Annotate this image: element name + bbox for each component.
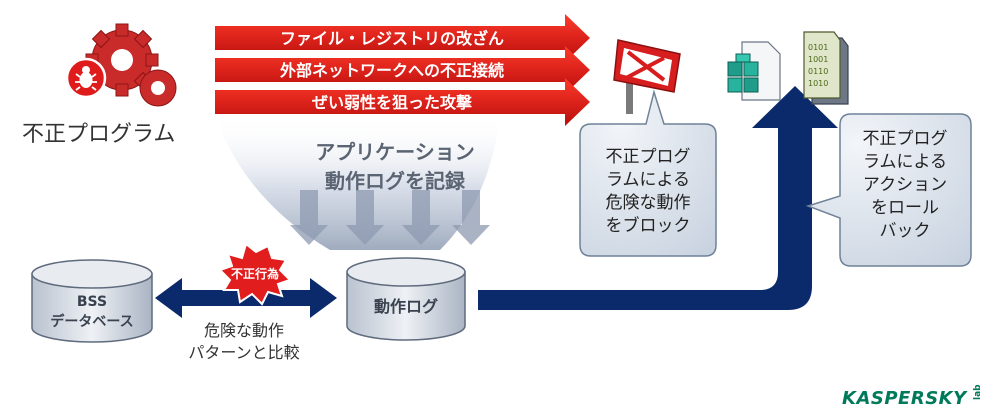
registry-icon	[727, 41, 781, 101]
block-callout-line2: ラムによる	[606, 170, 690, 190]
threat-arrow-3	[215, 78, 590, 126]
violation-badge-label: 不正行為	[231, 266, 279, 281]
logging-title-line1: アプリケーション	[315, 140, 475, 164]
rollback-callout-line1: 不正プログ	[863, 129, 948, 149]
threat-label-1: ファイル・レジストリの改ざん	[280, 29, 504, 48]
block-callout-line3: 危険な動作	[606, 193, 691, 213]
funnel-arrow-3	[402, 190, 440, 245]
kaspersky-logo: KASPERSKY lab	[842, 384, 983, 409]
rollback-arrow	[478, 86, 838, 310]
malware-label: 不正プログラム	[22, 122, 175, 147]
compare-caption-line2: パターンと比較	[188, 343, 299, 362]
threat-arrows: ファイル・レジストリの改ざん 外部ネットワークへの不正接続 ぜい弱性を狙った攻撃	[215, 14, 590, 126]
rollback-callout-line2: ラムによる	[863, 152, 947, 172]
logging-title-line2: 動作ログを記録	[325, 169, 466, 193]
svg-text:0101: 0101	[808, 43, 828, 52]
kaspersky-logo-lab: lab	[973, 384, 983, 400]
violation-badge: 不正行為	[218, 242, 292, 306]
threat-arrow-2	[215, 46, 590, 94]
block-callout: 不正プログ ラムによる 危険な動作 をブロック	[579, 89, 717, 257]
log-funnel	[215, 115, 500, 250]
funnel-arrow-1	[290, 190, 328, 245]
svg-text:1001: 1001	[808, 55, 828, 64]
threat-label-2: 外部ネットワークへの不正接続	[279, 61, 504, 80]
funnel-arrow-4	[452, 190, 490, 245]
block-callout-line1: 不正プログ	[606, 147, 691, 167]
rollback-callout-line3: アクション	[863, 175, 947, 195]
kaspersky-logo-name: KASPERSKY	[842, 388, 968, 409]
threat-arrow-1	[215, 14, 590, 62]
bss-database: BSS データベース	[31, 259, 153, 343]
block-sign-icon	[613, 39, 681, 114]
action-log-label: 動作ログ	[374, 297, 438, 316]
svg-text:1010: 1010	[808, 79, 828, 88]
gear-bug-icon	[65, 23, 177, 107]
block-callout-line4: をブロック	[606, 215, 691, 236]
svg-text:0110: 0110	[808, 67, 828, 76]
rollback-callout: 不正プログ ラムによる アクション をロール バック	[805, 113, 972, 267]
funnel-arrow-2	[346, 190, 384, 245]
rollback-callout-line5: バック	[880, 221, 931, 241]
bss-label-line1: BSS	[77, 294, 107, 310]
threat-label-3: ぜい弱性を狙った攻撃	[312, 93, 472, 112]
rollback-callout-line4: をロール	[871, 198, 939, 218]
bss-label-line2: データベース	[50, 313, 133, 330]
binary-file-icon: 0101 1001 0110 1010	[803, 31, 849, 105]
action-log-database: 動作ログ	[346, 257, 466, 341]
compare-caption-line1: 危険な動作	[204, 321, 284, 340]
